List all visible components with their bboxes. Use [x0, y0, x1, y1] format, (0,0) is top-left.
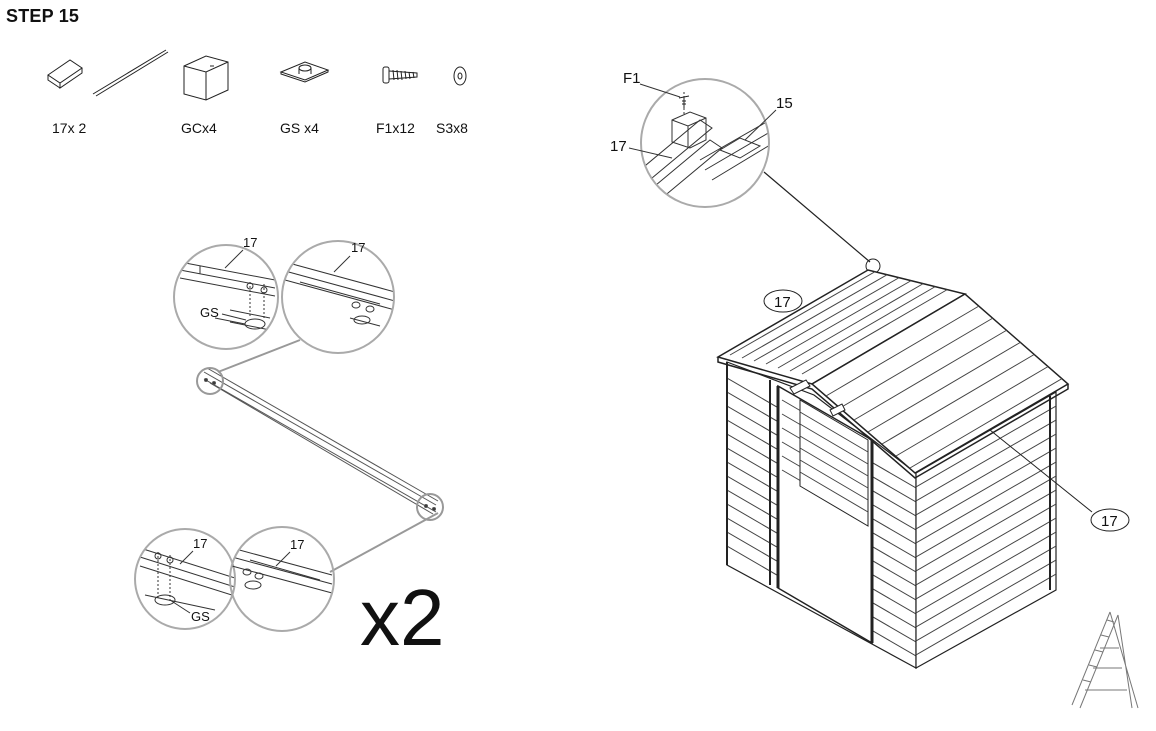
part-qty-17: 17x 2 — [52, 120, 87, 136]
part-qty-f1: F1x12 — [376, 120, 415, 136]
roof-beam-assembly — [196, 339, 444, 573]
part-qty-gs: GS x4 — [280, 120, 319, 136]
multiplier-label: x2 — [360, 573, 445, 662]
gable-corner-icon — [183, 55, 229, 101]
leader-line — [275, 551, 291, 567]
washer-icon — [453, 66, 467, 86]
callout-15: 15 — [776, 95, 793, 112]
gable-support-icon — [279, 61, 330, 83]
callout-gs-a: GS — [200, 305, 219, 320]
detail-connector-line — [763, 171, 871, 263]
callout-17-roof-left: 17 — [763, 289, 803, 313]
detail-circle-bottom-left — [134, 528, 236, 630]
leader-line — [169, 599, 191, 614]
callout-17-roof-right: 17 — [989, 429, 1130, 532]
svg-text:17: 17 — [774, 294, 791, 311]
callout-gs-b: GS — [191, 609, 210, 624]
leader-line — [639, 83, 681, 98]
screw-icon — [382, 66, 418, 84]
step-title: STEP 15 — [6, 6, 80, 26]
detail-circle-ridge — [640, 78, 770, 208]
leader-line — [744, 109, 777, 141]
detail-circle-top-right — [281, 240, 395, 354]
detail-circle-bottom-right — [229, 526, 335, 632]
f1-screw-detail-icon — [678, 95, 690, 108]
leader-line — [333, 255, 351, 273]
svg-text:17: 17 — [1101, 513, 1118, 530]
shed-illustration — [716, 269, 1070, 670]
callout-17-a: 17 — [243, 235, 257, 250]
callout-f1: F1 — [623, 70, 641, 87]
ladder-icon — [1071, 611, 1139, 709]
roof-beam-icon — [47, 49, 169, 97]
part-qty-s3: S3x8 — [436, 120, 468, 136]
leader-line — [179, 550, 194, 565]
callout-17-c: 17 — [193, 536, 207, 551]
detail-circle-top-left — [173, 244, 279, 350]
callout-17-d: 17 — [290, 537, 304, 552]
callout-17-e: 17 — [610, 138, 627, 155]
leader-line — [628, 147, 673, 159]
leader-line — [224, 249, 244, 269]
part-qty-gc: GCx4 — [181, 120, 217, 136]
callout-17-b: 17 — [351, 240, 365, 255]
leader-line — [221, 313, 247, 321]
